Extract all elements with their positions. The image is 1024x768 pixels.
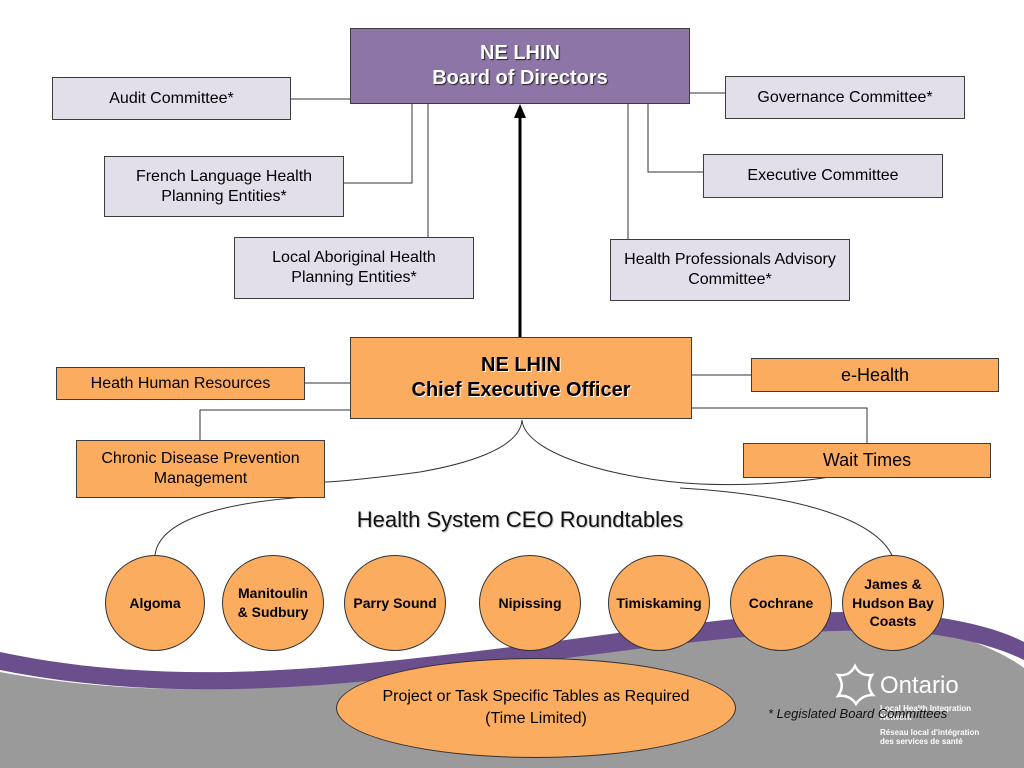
audit-committee-box: Audit Committee* [52, 77, 291, 120]
executive-committee-box: Executive Committee [703, 154, 943, 198]
ceo-to-board-arrow [514, 104, 526, 337]
chronic-disease-box: Chronic Disease Prevention Management [76, 440, 325, 498]
health-human-resources-label: Heath Human Resources [90, 374, 271, 392]
wait-times-box: Wait Times [743, 443, 991, 478]
logo-line-3: Réseau local d'intégration [880, 728, 980, 737]
audit-committee-label: Audit Committee* [109, 89, 234, 107]
ehealth-box: e-Health [751, 358, 999, 392]
roundtable-manitoulin-sudbury: Manitoulin & Sudbury [222, 555, 324, 651]
logo-line-1: Local Health Integration [880, 704, 972, 713]
ceo-title-line1: NE LHIN [481, 354, 561, 376]
governance-committee-box: Governance Committee* [725, 76, 965, 119]
legislated-committees-footnote: * Legislated Board Committees [768, 706, 948, 721]
roundtable-cochrane: Cochrane [730, 555, 832, 651]
roundtable-timiskaming: Timiskaming [608, 555, 710, 651]
logo-line-2: Network [880, 713, 912, 722]
health-professionals-committee-box: Health Professionals Advisory Committee* [610, 239, 850, 301]
ontario-wordmark: Ontario [880, 672, 959, 699]
aboriginal-planning-box: Local Aboriginal Health Planning Entitie… [234, 237, 474, 299]
trillium-icon [835, 663, 876, 707]
project-tables-ellipse: Project or Task Specific Tables as Requi… [336, 658, 736, 758]
chronic-disease-label: Chronic Disease Prevention Management [101, 450, 300, 487]
roundtable-algoma: Algoma [105, 555, 205, 651]
aboriginal-planning-label: Local Aboriginal Health Planning Entitie… [272, 249, 436, 286]
roundtable-james-hudson-bay: James & Hudson Bay Coasts [842, 555, 944, 651]
board-title-line2: Board of Directors [432, 67, 608, 89]
french-language-planning-box: French Language Health Planning Entities… [104, 156, 344, 217]
health-professionals-committee-label: Health Professionals Advisory Committee* [624, 251, 836, 288]
logo-line-4: des services de santé [880, 737, 963, 746]
health-human-resources-box: Heath Human Resources [56, 367, 305, 400]
project-tables-label: Project or Task Specific Tables as Requi… [382, 688, 690, 727]
roundtables-title: Health System CEO Roundtables [356, 507, 684, 532]
roundtable-nipissing: Nipissing [479, 555, 581, 651]
ehealth-label: e-Health [840, 364, 910, 385]
ontario-lhin-logo: Ontario Local Health Integration Network… [832, 656, 1002, 756]
french-language-planning-label: French Language Health Planning Entities… [135, 167, 313, 205]
ceo-box: NE LHIN Chief Executive Officer [350, 337, 692, 419]
governance-committee-label: Governance Committee* [757, 88, 933, 106]
board-title-line1: NE LHIN [480, 42, 560, 64]
roundtable-parry-sound: Parry Sound [344, 555, 446, 651]
executive-committee-label: Executive Committee [747, 167, 899, 184]
ceo-title-line2: Chief Executive Officer [411, 379, 631, 401]
board-of-directors-box: NE LHIN Board of Directors [350, 28, 690, 104]
wait-times-label: Wait Times [822, 450, 912, 471]
